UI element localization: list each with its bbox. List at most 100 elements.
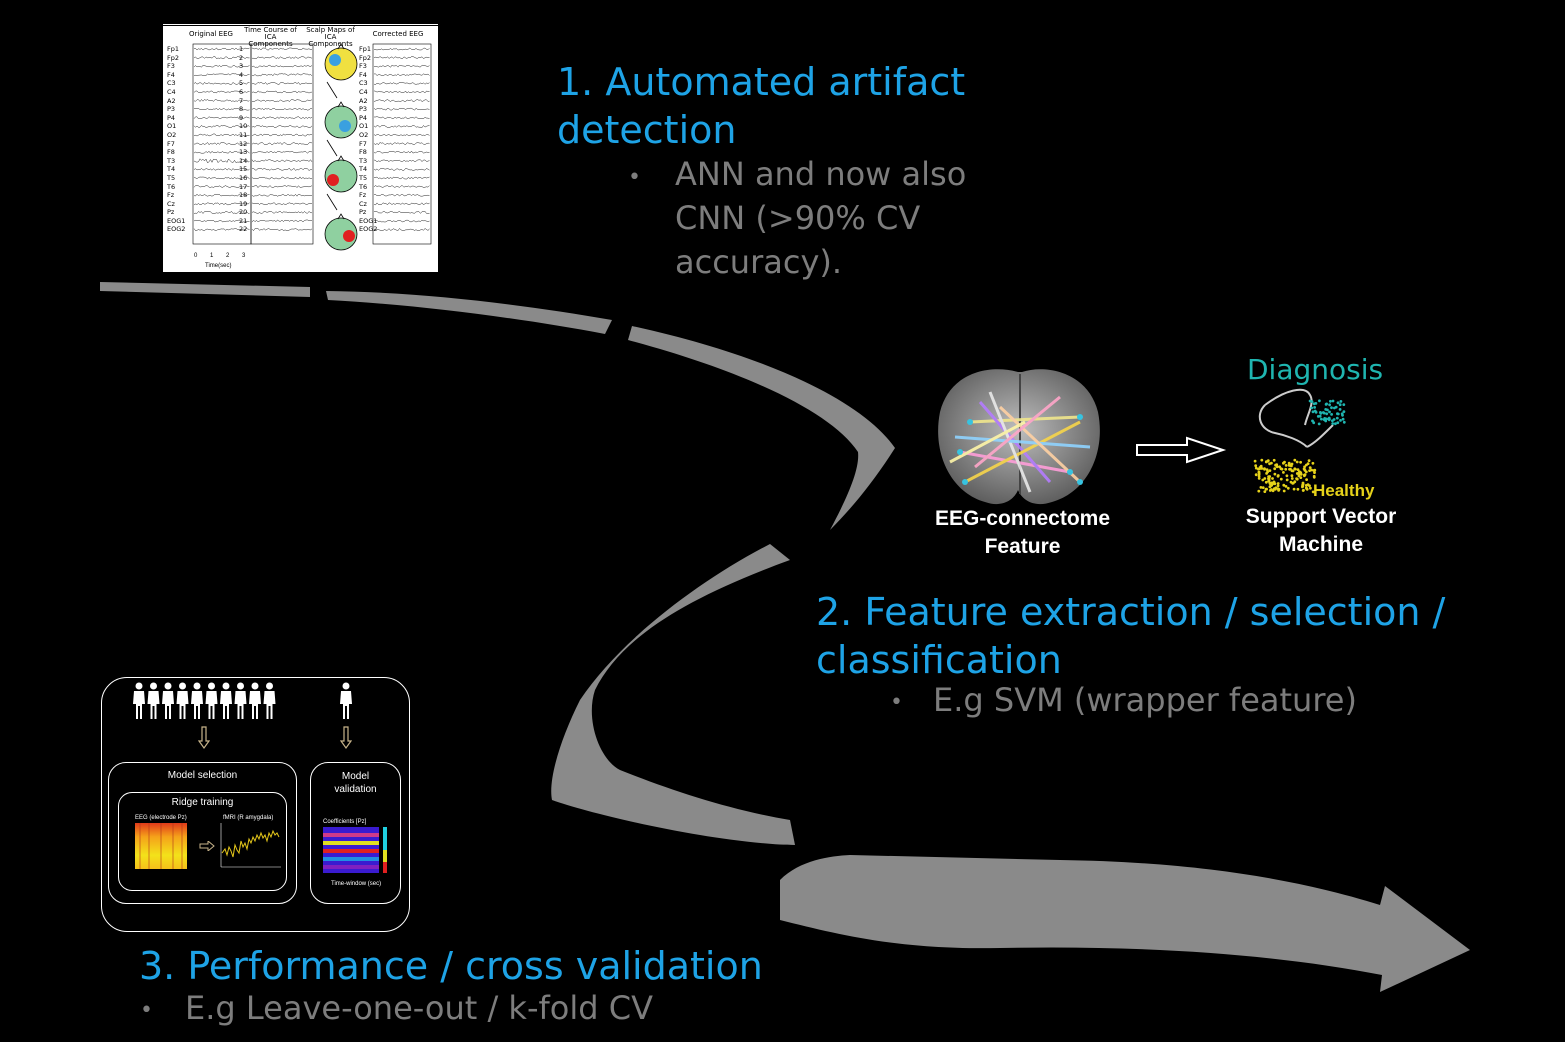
diagnosis-point (1324, 419, 1328, 423)
eeg-trace (251, 99, 313, 102)
channel-label-right-8: P4 (359, 113, 368, 122)
diagnosis-point (1325, 412, 1329, 416)
eeg-trace (373, 211, 430, 214)
step2-bullet-dot: • (890, 690, 903, 715)
healthy-point (1274, 486, 1278, 490)
healthy-point (1303, 474, 1306, 478)
channel-label-left-4: C3 (167, 79, 176, 88)
model-validation-title: Model validation (311, 770, 400, 796)
eeg-trace (193, 228, 250, 231)
step3-bullet-dot: • (140, 998, 153, 1023)
person-icon (147, 682, 160, 719)
channel-label-right-19: Pz (359, 208, 367, 217)
eeg-trace (193, 133, 250, 137)
eeg-trace (373, 47, 430, 51)
eeg-trace (251, 159, 313, 163)
step3-bullet: E.g Leave-one-out / k-fold CV (185, 989, 653, 1027)
connectome-caption: EEG-connectome Feature (905, 505, 1140, 561)
diagnosis-point (1331, 422, 1335, 425)
healthy-point (1277, 488, 1281, 491)
channel-label-left-18: Cz (167, 199, 175, 208)
eeg-trace (373, 202, 430, 206)
channel-label-right-9: O1 (359, 122, 369, 131)
channel-label-left-1: Fp2 (167, 53, 180, 62)
eeg-trace (373, 56, 430, 59)
diagnosis-point (1338, 408, 1342, 411)
healthy-point (1266, 459, 1270, 462)
healthy-point (1308, 484, 1311, 488)
healthy-point (1311, 461, 1315, 465)
channel-label-right-5: C4 (359, 87, 368, 96)
healthy-point (1313, 468, 1317, 472)
eeg-trace (373, 228, 430, 231)
diagnosis-point (1326, 408, 1329, 412)
component-label-2: 3 (239, 62, 244, 71)
diagnosis-point (1310, 406, 1314, 410)
diagnosis-point (1325, 402, 1328, 406)
component-label-5: 6 (239, 87, 244, 96)
eeg-spectrogram (135, 823, 187, 869)
healthy-point (1273, 472, 1277, 476)
step2-bullet: E.g SVM (wrapper feature) (933, 681, 1357, 719)
diagnosis-point (1320, 417, 1323, 421)
eeg-trace (193, 193, 250, 197)
component-label-8: 9 (239, 113, 244, 122)
eeg-trace (373, 219, 430, 223)
channel-label-right-16: T6 (359, 182, 368, 191)
model-validation-line1: Model (341, 771, 370, 782)
channel-label-left-11: F7 (167, 139, 175, 148)
diagnosis-point (1331, 419, 1334, 423)
step2-heading-line1: 2. Feature extraction / selection / (816, 590, 1446, 634)
channel-label-left-10: O2 (167, 130, 177, 139)
diagnosis-point (1334, 422, 1337, 426)
svm-caption: Support Vector Machine (1210, 503, 1432, 559)
connectome-brain (938, 369, 1100, 505)
healthy-point (1254, 464, 1258, 468)
healthy-point (1272, 458, 1276, 462)
eeg-plot-label: EEG (electrode Pz) (135, 815, 187, 821)
scalp-map-1 (324, 101, 358, 139)
channel-label-right-7: P3 (359, 105, 368, 114)
eeg-trace (373, 82, 430, 85)
component-label-10: 11 (239, 130, 248, 139)
healthy-point (1268, 485, 1272, 489)
eeg-trace (251, 107, 312, 111)
diagnosis-point (1328, 403, 1331, 407)
diagnosis-point (1329, 399, 1332, 403)
healthy-point (1291, 481, 1294, 485)
eeg-trace (373, 193, 430, 197)
model-figure: Model selection Ridge training EEG (elec… (101, 677, 410, 932)
scalp-map-0 (324, 43, 358, 81)
healthy-point (1312, 474, 1316, 478)
healthy-point (1257, 474, 1261, 478)
healthy-point (1253, 459, 1257, 463)
diagnosis-point (1334, 405, 1338, 409)
person-icon (220, 682, 232, 719)
step2-block: 2. Feature extraction / selection / clas… (816, 588, 1516, 684)
eeg-trace (193, 90, 250, 94)
channel-label-left-3: F4 (167, 70, 175, 79)
channel-label-left-13: T3 (167, 156, 176, 165)
healthy-point (1295, 472, 1299, 475)
healthy-point (1266, 470, 1269, 474)
diagnosis-point (1318, 399, 1321, 403)
component-label-6: 7 (239, 96, 244, 105)
healthy-point (1254, 466, 1258, 470)
healthy-point (1307, 459, 1311, 462)
healthy-point (1260, 458, 1264, 462)
healthy-point (1304, 484, 1308, 487)
scalp-map-3 (324, 213, 358, 251)
healthy-point (1303, 465, 1306, 469)
diagnosis-point (1338, 403, 1342, 407)
diagnosis-point (1339, 400, 1343, 403)
channel-label-right-10: O2 (359, 130, 369, 139)
eeg-trace (373, 90, 430, 94)
eeg-trace (251, 125, 313, 128)
healthy-point (1261, 478, 1265, 482)
eeg-trace (193, 219, 250, 223)
healthy-point (1261, 486, 1265, 489)
healthy-point (1288, 463, 1291, 466)
channel-label-right-1: Fp2 (359, 53, 372, 62)
eeg-trace (193, 150, 250, 154)
channel-label-right-3: F4 (359, 70, 367, 79)
